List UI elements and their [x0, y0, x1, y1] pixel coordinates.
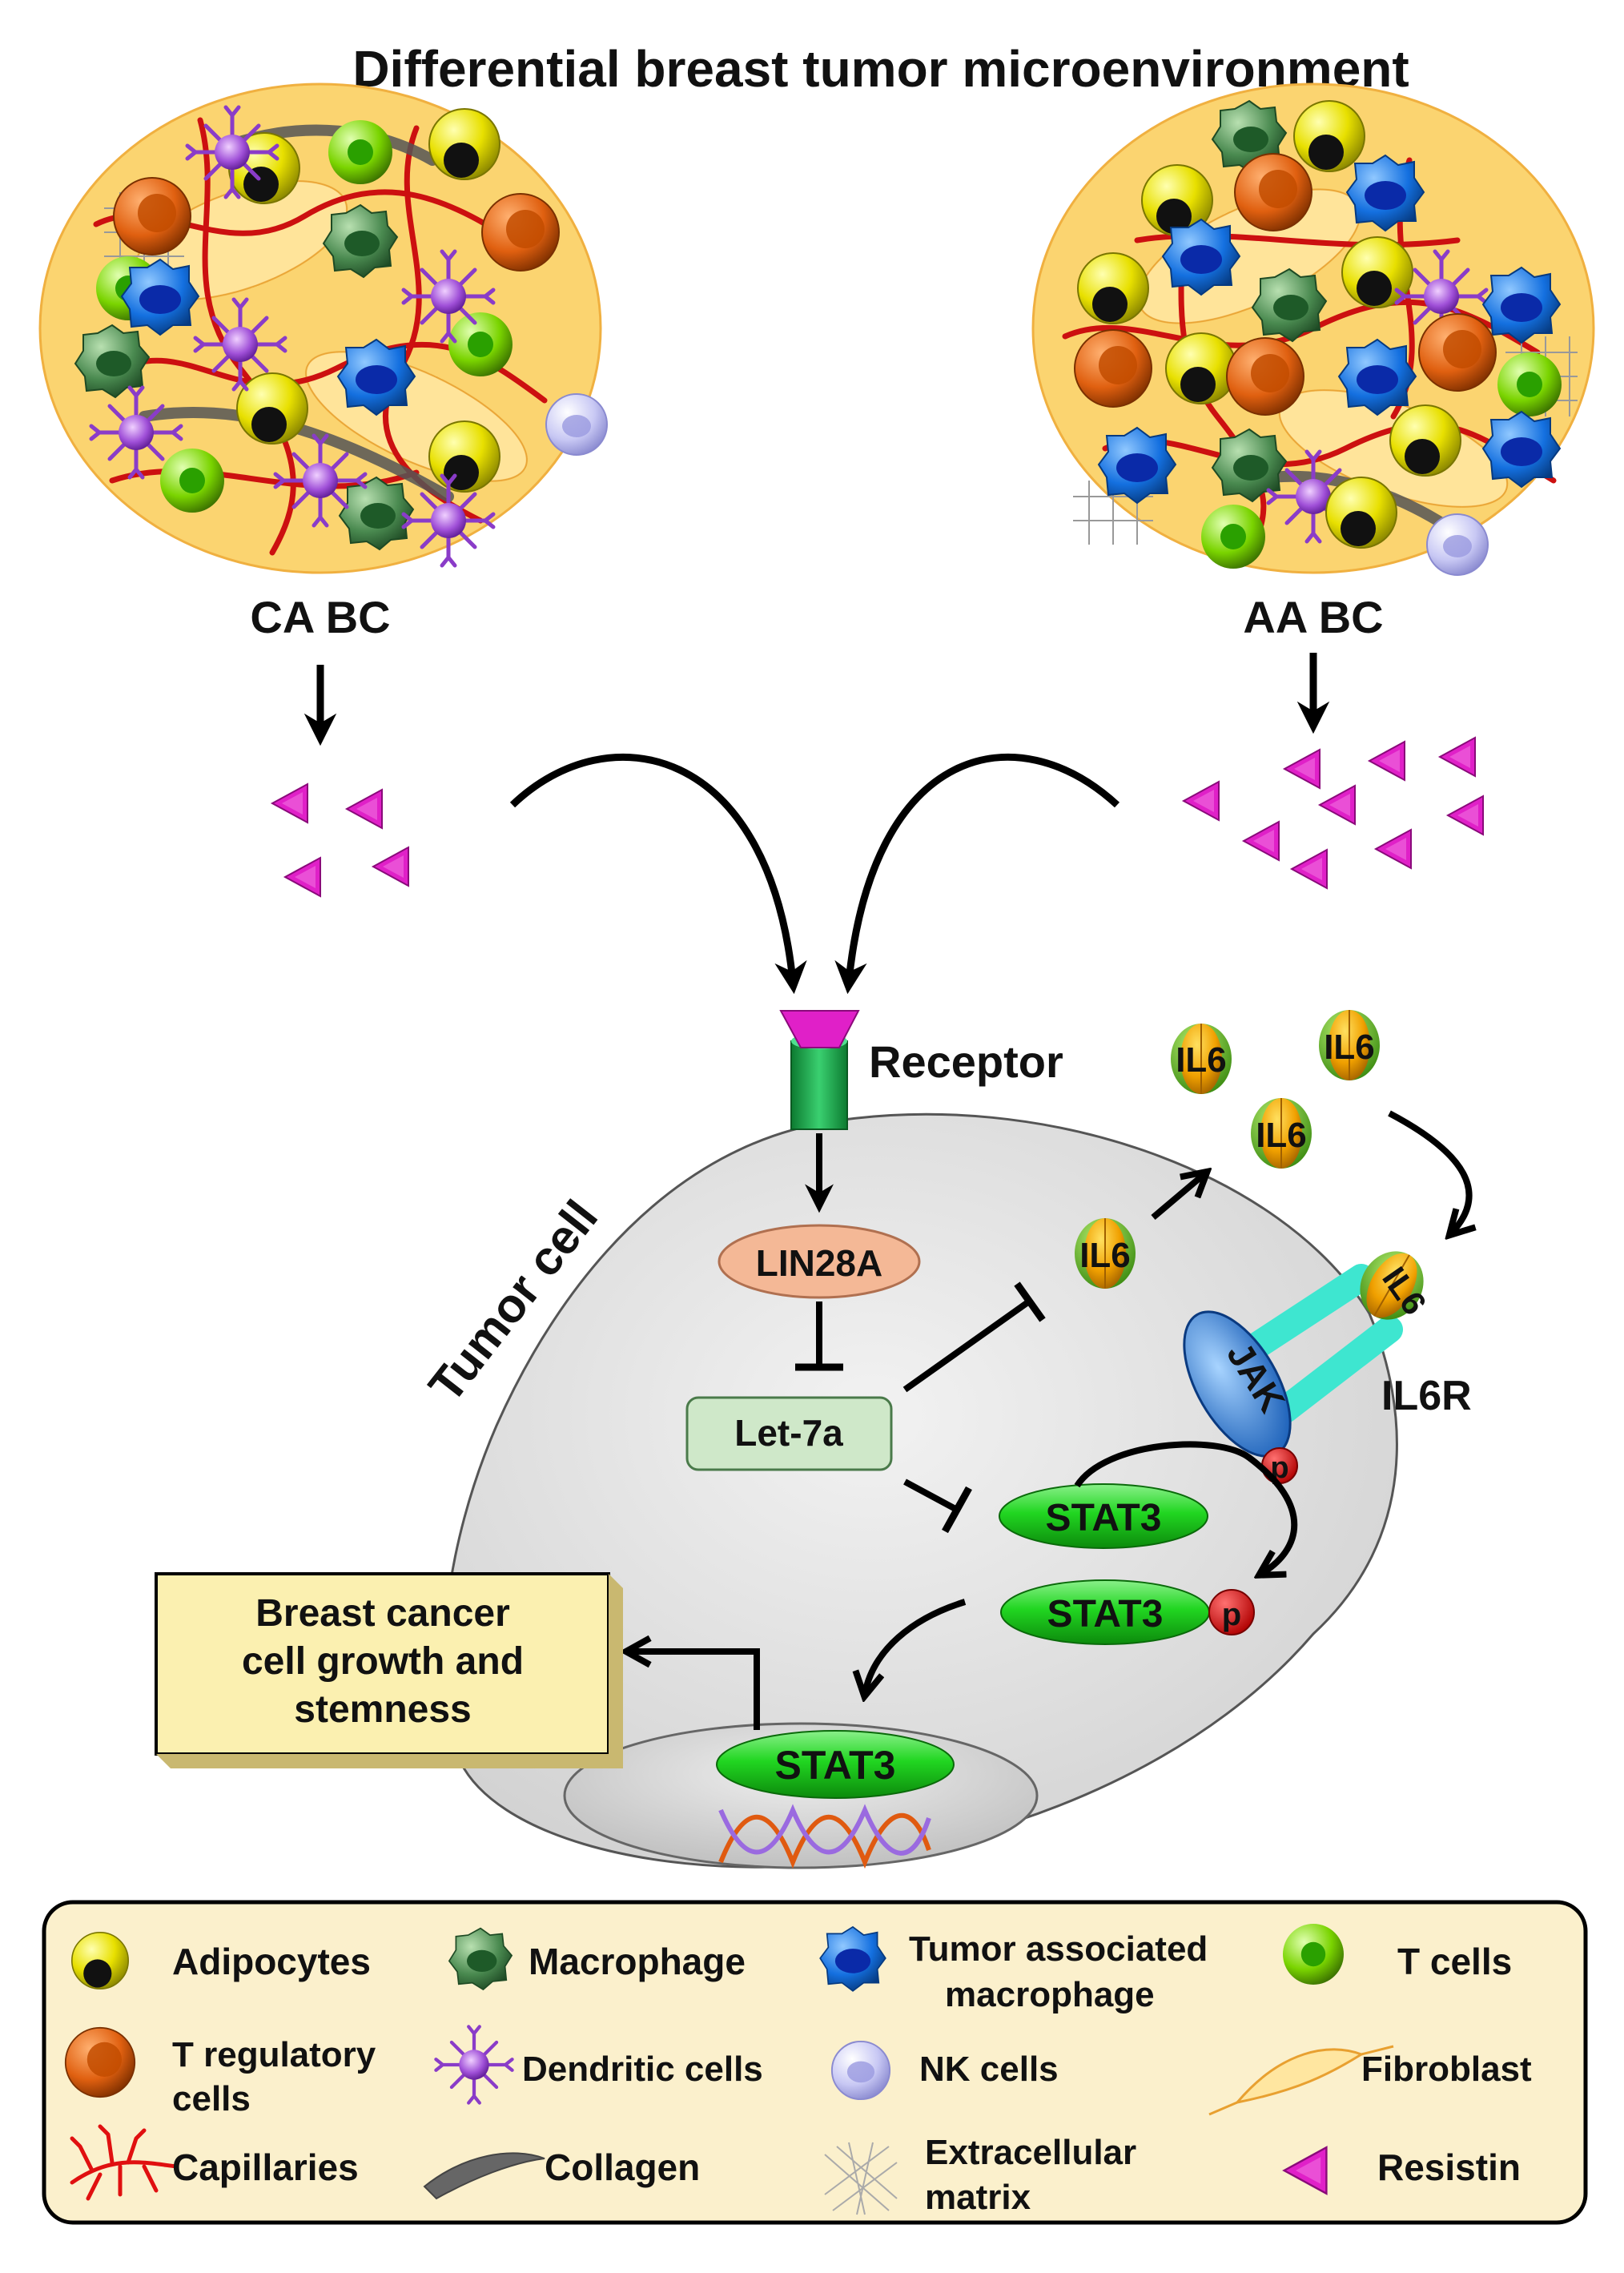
legend-collagen: Collagen: [545, 2146, 700, 2188]
il6-secreted-3-label: IL6: [1256, 1116, 1307, 1155]
legend-resistin: Resistin: [1377, 2146, 1521, 2188]
legend-nk-cells: NK cells: [919, 2050, 1059, 2089]
legend-treg-line-1: T regulatory: [172, 2035, 376, 2074]
nk-cells-icon: [830, 2040, 891, 2101]
macrophage-icon: [448, 1927, 513, 1990]
ca-bc-label: CA BC: [250, 592, 390, 642]
aa-bc-tumor-cluster: [1031, 82, 1595, 576]
let7a-label: Let-7a: [734, 1412, 843, 1454]
resistin-group-high: [1183, 737, 1484, 889]
legend-tam-line-2: macrophage: [945, 1975, 1155, 2014]
pstat3-phospho: [1208, 1589, 1255, 1635]
t-regulatory-cells-icon: [64, 2026, 136, 2098]
outcome-line-3: stemness: [294, 1688, 471, 1731]
nuclear-stat3-label: STAT3: [775, 1743, 896, 1788]
il6-secreted-1-label: IL6: [1176, 1040, 1227, 1080]
legend-treg-line-2: cells: [172, 2079, 251, 2118]
il6-binding-arrow: [1388, 1110, 1469, 1233]
legend-capillaries: Capillaries: [172, 2146, 359, 2188]
il6-intracellular-label: IL6: [1079, 1236, 1131, 1275]
legend-dendritic-cells: Dendritic cells: [522, 2050, 763, 2089]
phosphorylation-arrow: [1074, 1441, 1298, 1574]
ca-bc-tumor-cluster: [38, 82, 608, 574]
dna-helix: [718, 1804, 931, 1869]
il6-secretion-arrow: [1151, 1173, 1205, 1221]
legend-tam-line-1: Tumor associated: [909, 1929, 1208, 1969]
collagen-icon: [423, 2152, 545, 2200]
legend-macrophage: Macrophage: [529, 1941, 746, 1982]
tumor-associated-macrophage-icon: [819, 1926, 886, 1992]
receptor: [779, 1010, 860, 1130]
resistin-group-low: [271, 783, 409, 897]
il6r-receptor: [1244, 1264, 1403, 1423]
legend-adipocytes: Adipocytes: [172, 1941, 371, 1982]
legend-ecm-line-2: matrix: [925, 2178, 1031, 2217]
adipocytes-icon: [71, 1932, 129, 1989]
let7a-inhibits-il6: [902, 1298, 1031, 1393]
legend-ecm-line-1: Extracellular: [925, 2133, 1136, 2172]
legend-t-cells: T cells: [1397, 1941, 1512, 1982]
legend-fibroblast: Fibroblast: [1361, 2050, 1532, 2089]
pstat3-label: STAT3: [1047, 1593, 1164, 1635]
stat3-outcome-arrow: [629, 1651, 760, 1730]
il6-secreted-2-label: IL6: [1324, 1028, 1375, 1067]
outcome-box: [155, 1572, 610, 1756]
lin28a-label: LIN28A: [756, 1242, 882, 1284]
let7a-inhibits-stat3: [903, 1478, 959, 1513]
capillaries-icon: [70, 2124, 179, 2201]
il6r-label: IL6R: [1381, 1373, 1472, 1419]
aa-bc-label: AA BC: [1243, 592, 1383, 642]
let7a-node: [685, 1396, 893, 1471]
extracellular-matrix-icon: [824, 2142, 898, 2215]
receptor-label: Receptor: [869, 1036, 1063, 1087]
outcome-line-1: Breast cancer: [255, 1592, 510, 1635]
pstat3-nuclear-arrow: [865, 1599, 967, 1694]
outcome-line-2: cell growth and: [242, 1640, 524, 1683]
diagram-title: Differential breast tumor microenvironme…: [352, 40, 1409, 98]
stat3-node: [999, 1483, 1208, 1549]
nuclear-stat3-node: [716, 1730, 955, 1799]
stat3-label: STAT3: [1046, 1497, 1162, 1539]
resistin-arrow-left: [509, 753, 807, 995]
pstat3-phospho-label: p: [1222, 1597, 1241, 1632]
lin28a-node: [718, 1224, 921, 1299]
resistin-arrow-right: [834, 753, 1120, 995]
t-cells-icon: [1283, 1924, 1344, 1985]
fibroblast-icon: [1208, 2045, 1394, 2116]
legend-box: [42, 1900, 1588, 2225]
